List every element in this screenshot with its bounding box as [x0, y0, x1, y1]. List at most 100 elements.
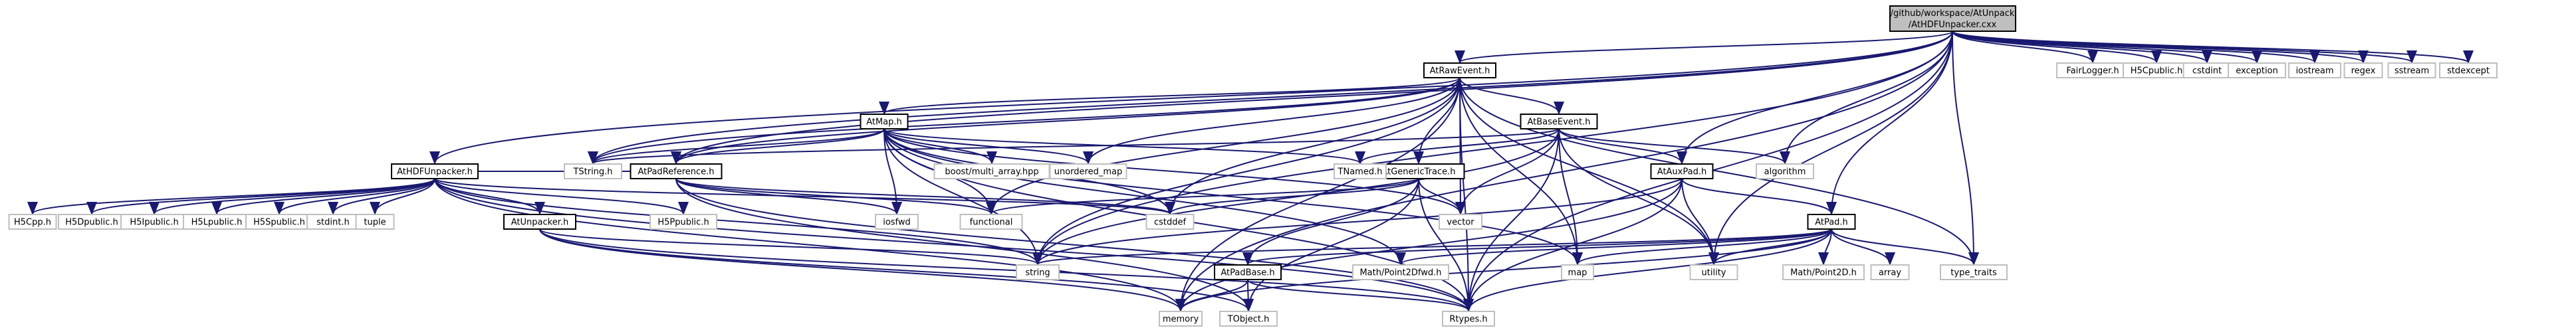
edge-atrawevent-to-atmap: [879, 77, 1461, 115]
node-box: [2387, 62, 2436, 78]
node-atauxpad[interactable]: AtAuxPad.h: [1650, 163, 1714, 179]
node-algorithm[interactable]: algorithm: [1756, 163, 1814, 179]
node-atrawevent[interactable]: AtRawEvent.h: [1423, 62, 1496, 78]
edge-atauxpad-to-utility: [1681, 178, 1719, 266]
node-box: [503, 214, 576, 230]
node-box: [1423, 62, 1496, 78]
node-label: iosfwd: [883, 218, 911, 228]
node-tobject[interactable]: TObject.h: [1219, 311, 1278, 327]
node-box: [1145, 214, 1195, 230]
node-label: tuple: [364, 218, 386, 228]
edge-atpadreference-to-functional: [675, 178, 996, 215]
node-boost[interactable]: boost/multi_array.hpp: [933, 163, 1050, 179]
edge-atrawevent-to-type_traits: [1459, 77, 1979, 266]
node-h5cpublic[interactable]: H5Cpublic.h: [2123, 62, 2190, 78]
node-label: FairLogger.h: [2066, 66, 2119, 76]
node-stdexcept[interactable]: stdexcept: [2439, 62, 2498, 78]
node-box: [1807, 214, 1856, 230]
node-string[interactable]: string: [1016, 264, 1060, 280]
edge-atbaseevent-to-rtypes: [1463, 128, 1560, 312]
root-node-label-line-1: /github/workspace/AtUnpack: [1891, 9, 2015, 19]
node-label: memory: [1163, 315, 1199, 325]
edge-atunpacker-to-tobject: [539, 228, 1254, 312]
node-memory[interactable]: memory: [1159, 311, 1203, 327]
edge-atgenerictrace-to-vector: [1418, 178, 1466, 215]
node-cstdint[interactable]: cstdint: [2182, 62, 2232, 78]
node-array[interactable]: array: [1870, 264, 1910, 280]
node-box: [630, 163, 723, 179]
node-vector[interactable]: vector: [1439, 214, 1482, 230]
node-mathpoint2dfwd[interactable]: Math/Point2Dfwd.h: [1352, 264, 1449, 280]
node-label: utility: [1702, 268, 1726, 278]
node-rtypes[interactable]: Rtypes.h: [1442, 311, 1495, 327]
node-h5lpublic[interactable]: H5Lpublic.h: [183, 214, 251, 230]
node-h5cpp[interactable]: H5Cpp.h: [8, 214, 57, 230]
edge-root-to-fairlogger: [1952, 31, 2098, 64]
edge-atbaseevent-to-atauxpad: [1558, 128, 1687, 165]
nodes-layer: /github/workspace/AtUnpack /AtHDFUnpacke…: [8, 5, 2498, 327]
node-label: unordered_map: [1054, 167, 1123, 177]
node-map[interactable]: map: [1561, 264, 1594, 280]
node-tuple[interactable]: tuple: [355, 214, 395, 230]
edge-atmap-to-atpadreference: [671, 128, 885, 165]
edge-atpad-to-mathpoint2dfwd: [1395, 228, 1832, 266]
edge-atunpacker-to-memory: [539, 228, 1186, 312]
edge-root-to-memory: [1175, 31, 1953, 312]
node-box: [1159, 311, 1203, 327]
node-box: [1782, 264, 1865, 280]
node-sstream[interactable]: sstream: [2387, 62, 2436, 78]
edge-athdfunpacker-to-stdint: [328, 178, 435, 215]
node-atunpacker[interactable]: AtUnpacker.h: [503, 214, 576, 230]
node-label: AtPadReference.h: [638, 167, 714, 177]
node-atgenerictrace[interactable]: AtGenericTrace.h: [1372, 163, 1465, 179]
node-functional[interactable]: functional: [959, 214, 1023, 230]
node-label: stdint.h: [316, 218, 349, 228]
edge-atpad-to-rtypes: [1463, 228, 1832, 312]
node-utility[interactable]: utility: [1689, 264, 1738, 280]
node-label: AtPad.h: [1815, 218, 1848, 228]
node-cstddef[interactable]: cstddef: [1145, 214, 1195, 230]
root-node[interactable]: /github/workspace/AtUnpack /AtHDFUnpacke…: [1889, 5, 2016, 32]
node-stdint[interactable]: stdint.h: [306, 214, 360, 230]
edge-atpad-to-utility: [1708, 228, 1832, 266]
node-atbaseevent[interactable]: AtBaseEvent.h: [1520, 114, 1598, 129]
node-atmap[interactable]: AtMap.h: [860, 114, 909, 129]
node-label: H5Lpublic.h: [191, 218, 243, 228]
node-atpadbase[interactable]: AtPadBase.h: [1214, 264, 1282, 280]
node-h5ppublic[interactable]: H5Ppublic.h: [649, 214, 717, 230]
edge-atbaseevent-to-map: [1558, 128, 1583, 266]
root-node-label-line-2: /AtHDFUnpacker.cxx: [1909, 20, 1997, 30]
node-box: [1439, 214, 1482, 230]
node-iostream[interactable]: iostream: [2288, 62, 2341, 78]
node-atpadreference[interactable]: AtPadReference.h: [630, 163, 723, 179]
node-athdfunpacker[interactable]: AtHDFUnpacker.h: [391, 163, 479, 179]
node-h5spublic[interactable]: H5Spublic.h: [245, 214, 313, 230]
node-exception[interactable]: exception: [2228, 62, 2286, 78]
node-h5dpublic[interactable]: H5Dpublic.h: [58, 214, 126, 230]
edge-atauxpad-to-atpad: [1681, 178, 1837, 215]
edge-atunpacker-to-rtypes: [539, 228, 1474, 312]
edge-root-to-atrawevent: [1455, 31, 1953, 64]
node-h5ipublic[interactable]: H5Ipublic.h: [120, 214, 188, 230]
node-iosfwd[interactable]: iosfwd: [875, 214, 919, 230]
node-fairlogger[interactable]: FairLogger.h: [2056, 62, 2129, 78]
edge-athdfunpacker-to-h5ppublic: [434, 178, 689, 215]
edge-root-to-stdexcept: [1952, 31, 2474, 64]
node-type-traits[interactable]: type_traits: [1940, 264, 2008, 280]
node-mathpoint2d[interactable]: Math/Point2D.h: [1782, 264, 1865, 280]
edge-atrawevent-to-atbaseevent: [1459, 77, 1564, 115]
edge-root-to-type_traits: [1952, 31, 1979, 266]
node-box: [1334, 163, 1387, 179]
node-tstring[interactable]: TString.h: [564, 163, 622, 179]
node-label: map: [1568, 268, 1587, 278]
node-box: [1940, 264, 2008, 280]
node-label: TObject.h: [1227, 315, 1270, 325]
node-regex[interactable]: regex: [2343, 62, 2383, 78]
node-atpad[interactable]: AtPad.h: [1807, 214, 1856, 230]
node-unordered-map[interactable]: unordered_map: [1049, 163, 1127, 179]
edge-athdfunpacker-to-h5lpublic: [211, 178, 435, 215]
node-label: Rtypes.h: [1449, 315, 1487, 325]
edge-atrawevent-to-functional: [986, 77, 1461, 215]
node-tnamed[interactable]: TNamed.h: [1334, 163, 1387, 179]
edge-athdfunpacker-to-memory: [434, 178, 1186, 312]
